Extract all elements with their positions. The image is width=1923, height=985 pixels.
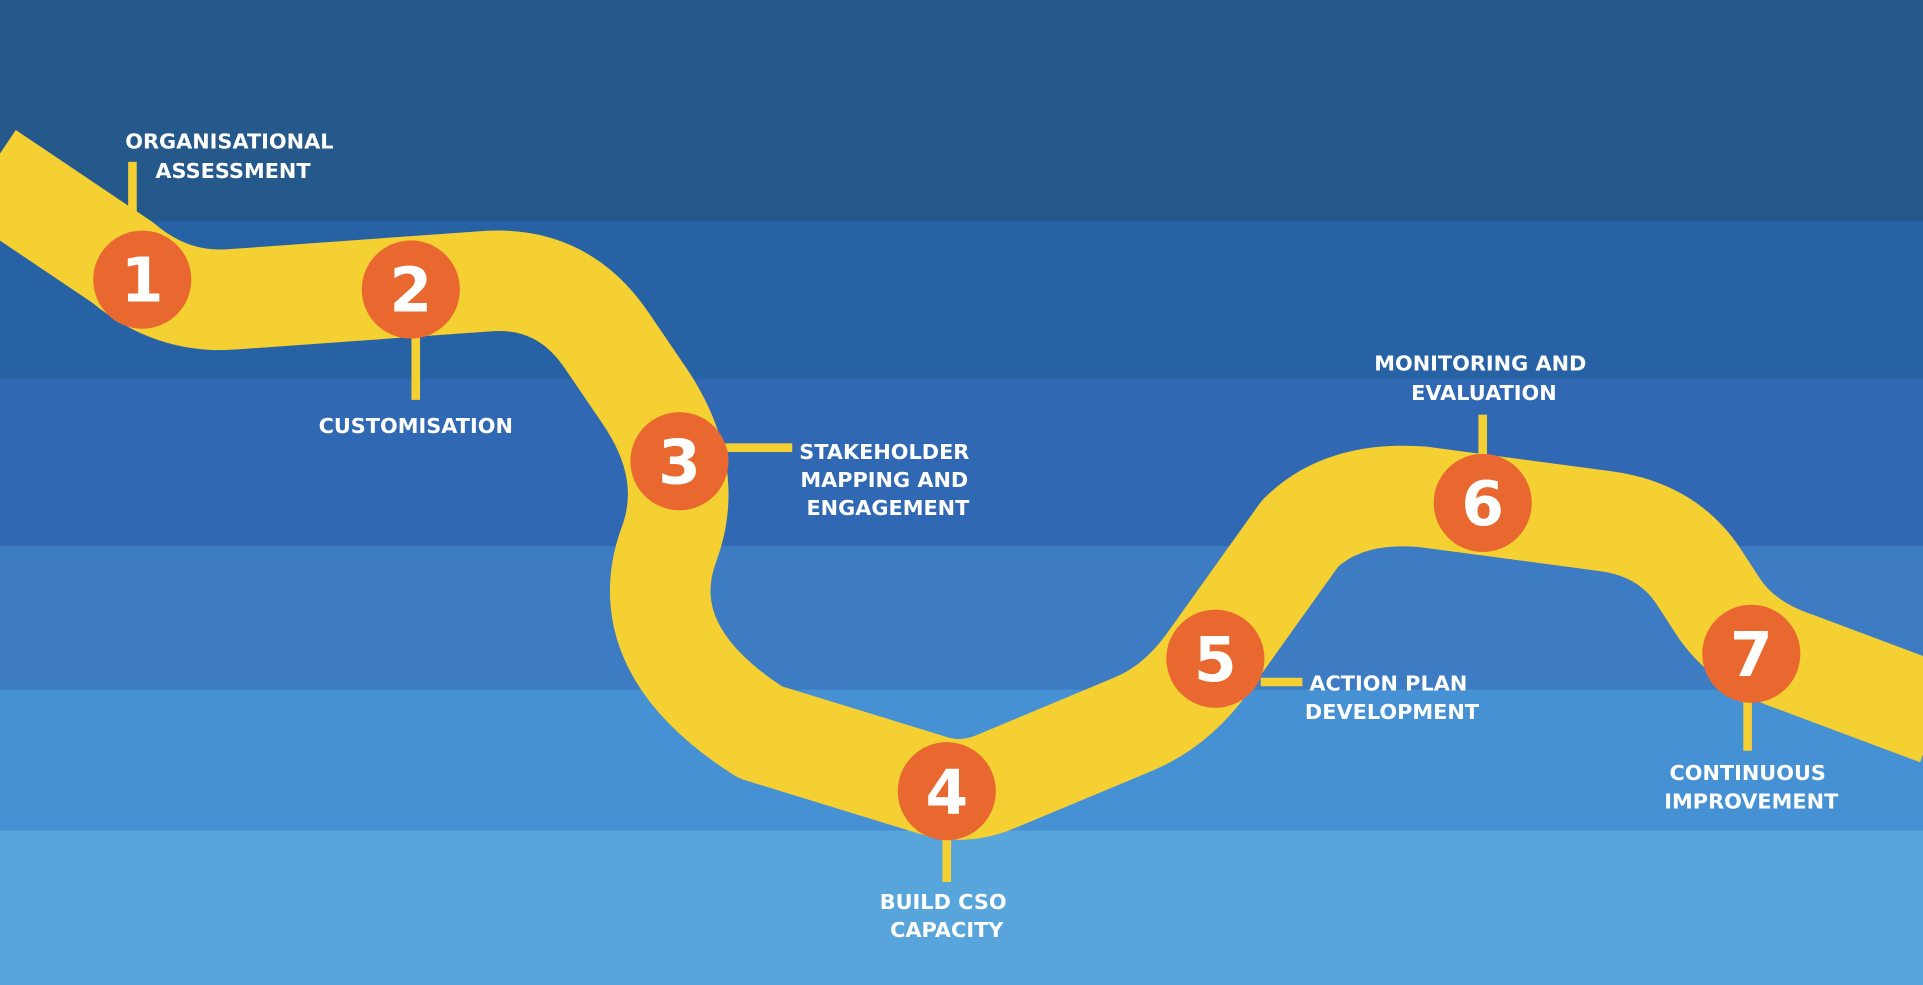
step-marker-5: 5 — [1166, 609, 1265, 708]
step-labels: ORGANISATIONAL ASSESSMENT CUSTOMISATION … — [125, 129, 1839, 942]
step-label-7: CONTINUOUS IMPROVEMENT — [1664, 761, 1839, 813]
step-markers: 1 2 3 4 5 6 7 — [93, 230, 1801, 841]
step-number: 5 — [1194, 625, 1237, 696]
connectors — [128, 161, 1752, 882]
step-number: 3 — [658, 427, 701, 498]
step-label-5: ACTION PLAN DEVELOPMENT — [1305, 672, 1480, 724]
step-marker-4: 4 — [897, 742, 996, 841]
step-label-1: ORGANISATIONAL ASSESSMENT — [125, 129, 341, 182]
band-1 — [0, 0, 1923, 221]
step-marker-1: 1 — [93, 230, 192, 329]
band-6 — [0, 830, 1923, 985]
step-label-3: STAKEHOLDER MAPPING AND ENGAGEMENT — [799, 440, 976, 520]
step-label-2: CUSTOMISATION — [319, 414, 513, 438]
step-marker-3: 3 — [630, 412, 729, 511]
step-number: 7 — [1730, 620, 1773, 691]
step-label-6: MONITORING AND EVALUATION — [1374, 351, 1593, 404]
step-number: 2 — [390, 256, 433, 327]
step-marker-6: 6 — [1433, 453, 1532, 552]
step-number: 6 — [1461, 469, 1504, 540]
step-label-4: BUILD CSO CAPACITY — [880, 890, 1014, 942]
step-number: 1 — [121, 246, 164, 317]
step-marker-2: 2 — [361, 240, 460, 339]
step-marker-7: 7 — [1702, 604, 1801, 703]
step-number: 4 — [925, 757, 968, 828]
